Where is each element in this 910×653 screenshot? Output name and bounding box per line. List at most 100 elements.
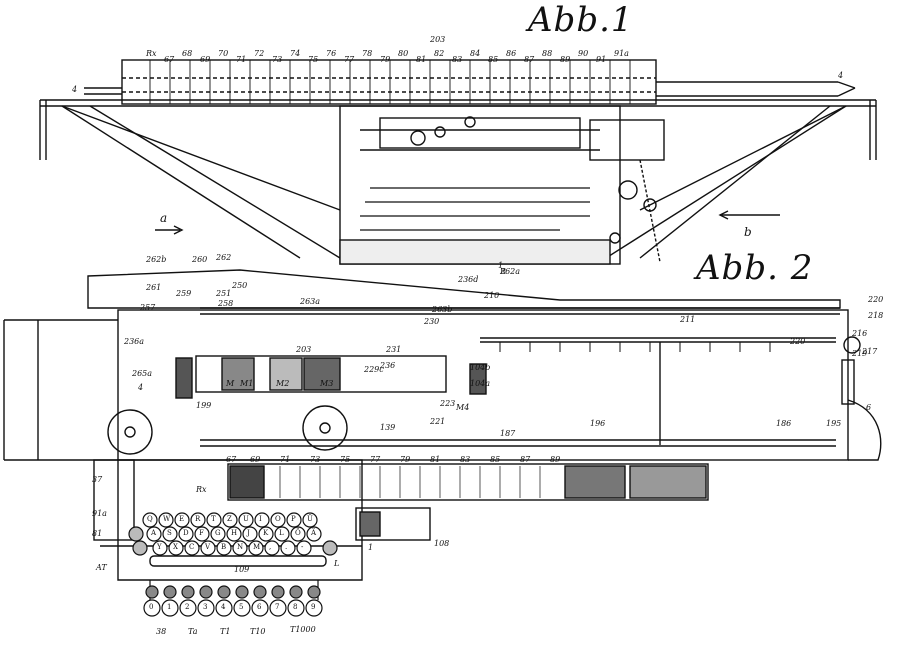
number-keys <box>143 580 323 617</box>
key-label: B <box>221 543 227 551</box>
key-label: 3 <box>203 603 208 611</box>
ref-label: 91a <box>92 509 107 518</box>
ref-label: 195 <box>826 419 842 428</box>
pulley <box>843 336 861 354</box>
ref-label: 73 <box>310 455 321 464</box>
ref-label: 1 <box>498 261 504 270</box>
key-label: 8 <box>293 603 298 611</box>
ref-label: 90 <box>578 49 589 58</box>
figure-1-drawing <box>39 59 877 265</box>
key-label: , <box>269 543 272 551</box>
ref-label: AT <box>96 563 107 572</box>
ref-label: M1 <box>240 379 254 388</box>
ref-label: 211 <box>680 315 696 324</box>
ref-label: 216 <box>852 329 868 338</box>
counter-bank-lines <box>279 466 541 498</box>
ref-label: 263b <box>432 305 453 314</box>
ref-label: 236d <box>458 275 479 284</box>
key-rows-fig1 <box>360 187 590 231</box>
ref-label: 83 <box>460 455 471 464</box>
ref-label: 81 <box>92 529 103 538</box>
ref-label: 109 <box>234 565 250 574</box>
key-label: 1 <box>167 603 172 611</box>
ref-label: 223 <box>440 399 456 408</box>
key-label: Q <box>147 515 153 523</box>
key-label: F <box>199 529 204 537</box>
key-label: I <box>259 515 262 523</box>
ref-label: 104b <box>470 363 491 372</box>
key-label: 0 <box>149 603 154 611</box>
ref-label: M <box>226 379 235 388</box>
ref-label: 75 <box>340 455 351 464</box>
ref-label: 196 <box>590 419 606 428</box>
key-label: U <box>243 515 249 523</box>
ref-label: 82 <box>434 49 445 58</box>
ref-label: 87 <box>520 455 531 464</box>
ref-label: 89 <box>560 55 571 64</box>
figure-2-title: Abb. 2 <box>696 248 814 288</box>
ref-label: M2 <box>276 379 290 388</box>
key-label: . <box>285 543 288 551</box>
ref-label: L <box>334 559 340 568</box>
key-label: C <box>189 543 195 551</box>
key-label: 9 <box>311 603 316 611</box>
ref-label: 251 <box>216 289 232 298</box>
ref-label: 73 <box>272 55 283 64</box>
key-label: R <box>195 515 201 523</box>
key-label: 4 <box>221 603 226 611</box>
ref-label: 210 <box>484 291 500 300</box>
ref-label: 74 <box>290 49 301 58</box>
ref-label: 75 <box>308 55 319 64</box>
key-label: S <box>167 529 172 537</box>
ref-label: 4 <box>138 383 144 392</box>
key-label: 5 <box>239 603 244 611</box>
key-label: M <box>253 543 261 551</box>
ref-label: 262 <box>216 253 232 262</box>
left-wheel <box>107 409 153 455</box>
drum-assembly <box>195 355 447 393</box>
ref-label: 187 <box>500 429 516 438</box>
key-label: A <box>151 529 157 537</box>
ref-label: 262a <box>500 267 521 276</box>
ref-label: 236 <box>380 361 396 370</box>
key-label: P <box>291 515 296 523</box>
ref-label: 77 <box>370 455 381 464</box>
ref-label: 80 <box>398 49 409 58</box>
ref-label: 231 <box>386 345 402 354</box>
ref-label: 263a <box>300 297 321 306</box>
key-label: E <box>179 515 185 523</box>
ref-label: 91 <box>596 55 607 64</box>
key-label: 6 <box>257 603 262 611</box>
key-label: Ü <box>307 515 313 523</box>
ref-label: 69 <box>250 455 261 464</box>
direction-label-b: b <box>744 225 752 239</box>
key-label: W <box>163 515 171 523</box>
ref-label: 86 <box>506 49 517 58</box>
key-label: Y <box>157 543 162 551</box>
ref-label: 69 <box>200 55 211 64</box>
ref-label: 79 <box>400 455 411 464</box>
ref-label: 83 <box>452 55 463 64</box>
ref-label: 4 <box>838 71 844 80</box>
ref-label: 230 <box>424 317 440 326</box>
key-label: J <box>247 529 250 537</box>
ref-label: 67 <box>164 55 175 64</box>
ref-label: 81 <box>430 455 441 464</box>
key-label: Ä <box>311 529 317 537</box>
ref-label: 72 <box>254 49 265 58</box>
keyboard-keys <box>128 512 338 556</box>
ref-label: Rx <box>146 49 157 58</box>
ref-label: Rx <box>196 485 207 494</box>
ref-label: 258 <box>218 299 234 308</box>
ref-label: 261 <box>146 283 162 292</box>
ref-label: 1 <box>368 543 374 552</box>
ref-label: 221 <box>430 417 446 426</box>
ref-label: 203 <box>296 345 312 354</box>
ref-label: 108 <box>434 539 450 548</box>
ref-label: 4 <box>72 85 78 94</box>
ref-label: 139 <box>380 423 396 432</box>
counter-segments <box>149 60 631 104</box>
ref-label: 38 <box>156 627 167 636</box>
key-label: 2 <box>185 603 190 611</box>
